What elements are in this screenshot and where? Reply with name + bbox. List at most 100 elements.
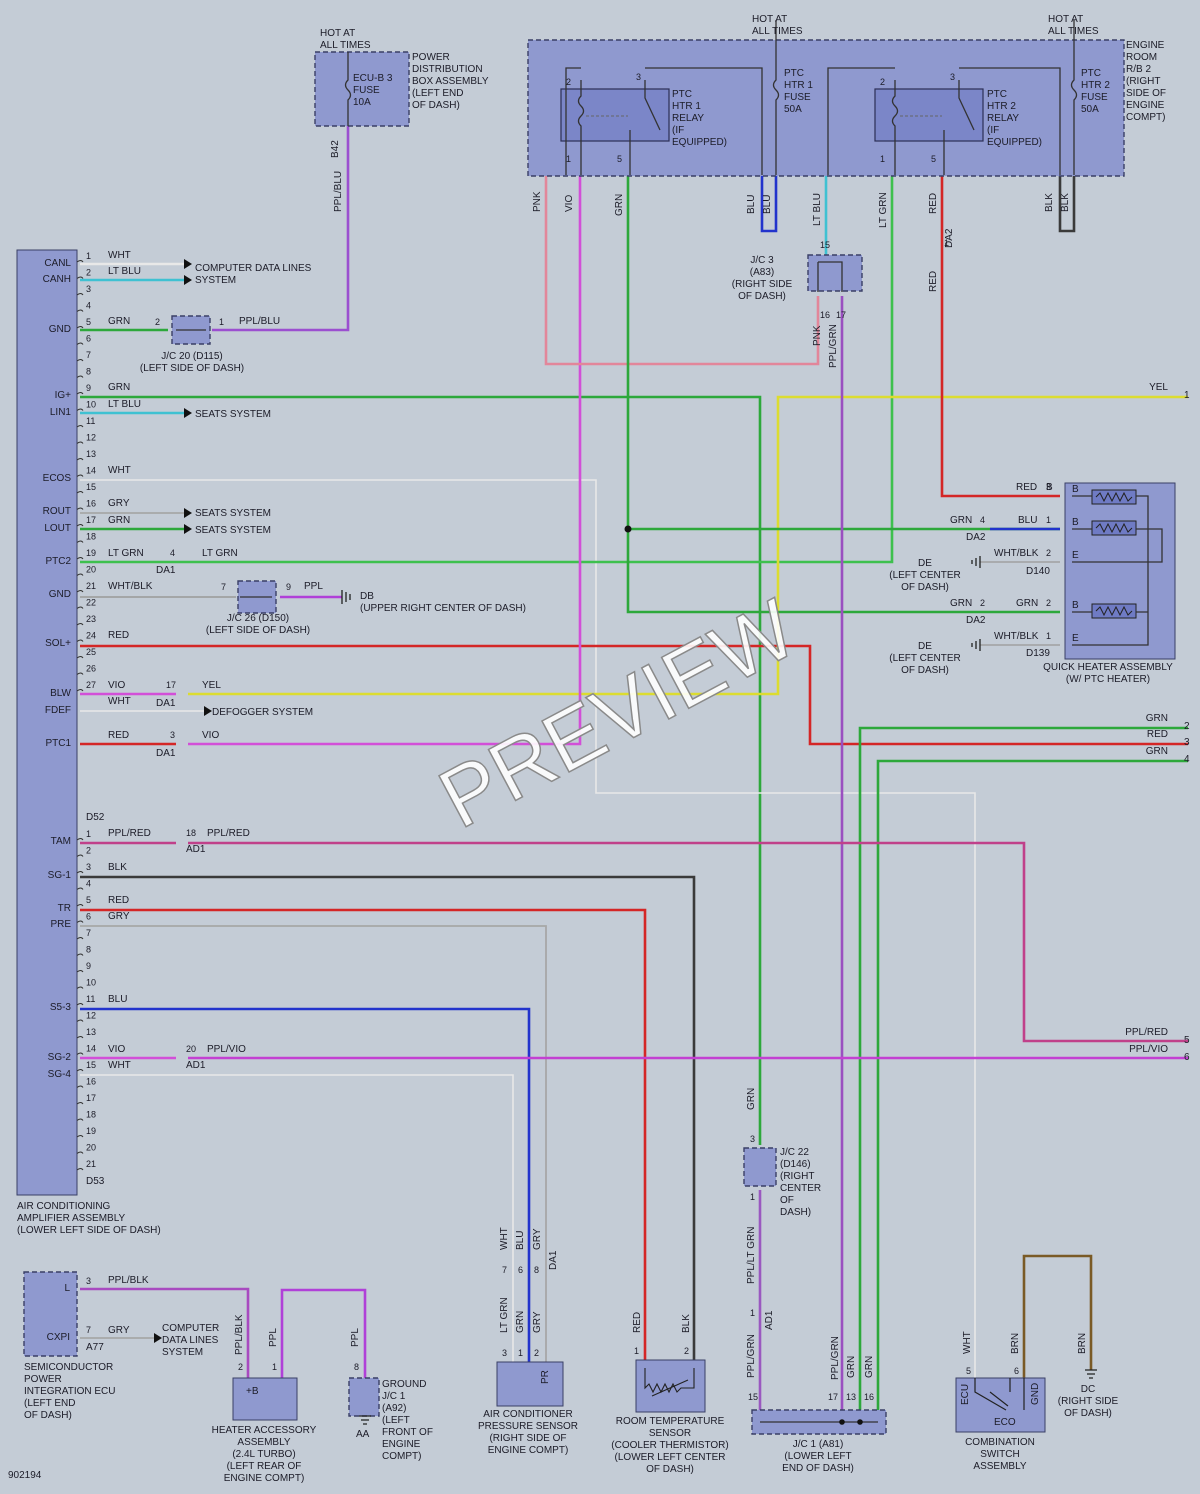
amp-pin-label: SOL+ — [45, 638, 71, 649]
pin-number: 1 — [219, 317, 224, 327]
wl-wht-combo: WHT — [962, 1331, 973, 1354]
relay2-coil — [891, 80, 899, 175]
amp-pin-d52: 24 — [86, 631, 96, 641]
wl-gry-sensor: GRY — [532, 1228, 543, 1250]
wl-gnd: GRN — [108, 316, 130, 327]
wl-sg4: WHT — [108, 1060, 131, 1071]
wl-sg2: VIO — [108, 1044, 125, 1055]
wire-ppl-ground — [280, 1288, 367, 1380]
amp-pin-d53: 7 — [86, 928, 91, 938]
label-da1-vert: DA1 — [548, 1250, 559, 1270]
relay-coil-feed — [565, 67, 895, 175]
pin-number: 5 — [931, 154, 936, 164]
wl-pplltgrn: PPL/LT GRN — [746, 1227, 757, 1284]
right-ref-number: 1 — [1184, 390, 1190, 401]
heater-pin-b3: B — [1072, 600, 1079, 611]
label-notes-d139: D139 — [1026, 648, 1050, 659]
pin-number: 16 — [864, 1392, 874, 1402]
wire-label-red-mid: RED — [928, 271, 939, 292]
amp-pin-d52: 1 — [86, 251, 91, 261]
ground-symbol-de1 — [971, 556, 981, 568]
pin-number: 2 — [155, 317, 160, 327]
wl-pplblu: PPL/BLU — [239, 316, 280, 327]
wire-pplblu-fuse-jc20 — [212, 126, 350, 332]
label-da1-b: DA1 — [156, 698, 176, 709]
amp-pin-label: LOUT — [44, 523, 71, 534]
right-ref-color: PPL/RED — [1125, 1027, 1168, 1038]
wl-ptc1: RED — [108, 730, 129, 741]
amp-pin-d52: 20 — [86, 565, 96, 575]
wire-label-blu-1: BLU — [746, 195, 757, 214]
wire-label-pnk-jc3: PNK — [812, 325, 823, 346]
pin-number: 2 — [238, 1362, 243, 1372]
amp-pin-d53: 3 — [86, 862, 91, 872]
pin-number: 1 — [566, 154, 571, 164]
junction-dot-jc1-b — [857, 1419, 863, 1425]
wl-grn-jc1a: GRN — [846, 1356, 857, 1378]
pin-number: 1 — [634, 1346, 639, 1356]
amp-pin-d53: 21 — [86, 1159, 96, 1169]
wire-label-blu-2: BLU — [762, 195, 773, 214]
pin-number: 20 — [186, 1044, 196, 1054]
wl-sg1: BLK — [108, 862, 127, 873]
amp-pin-d52: 4 — [86, 301, 91, 311]
label-notes-quick_heater: QUICK HEATER ASSEMBLY(W/ PTC HEATER) — [1043, 662, 1173, 685]
wire-label-vio: VIO — [564, 195, 575, 212]
thermistor-symbol — [644, 1368, 695, 1397]
label-amp-d52: D52 — [86, 812, 105, 823]
pin-number: 1 — [272, 1362, 277, 1372]
wl-pplblk: PPL/BLK — [108, 1275, 149, 1286]
heater-pin-e1: E — [1072, 550, 1079, 561]
wire-label-ltblu-top: LT BLU — [812, 193, 823, 226]
wl-cxpi: GRY — [108, 1325, 130, 1336]
amp-pin-d53: 13 — [86, 1027, 96, 1037]
wl-s53: BLU — [108, 994, 127, 1005]
combo-pin-ecu: ECU — [960, 1384, 971, 1405]
pin-number: 2 — [1046, 598, 1051, 608]
wire-label-blk-1: BLK — [1044, 193, 1055, 212]
right-ref-number: 3 — [1184, 737, 1190, 748]
wl-canh: LT BLU — [108, 266, 141, 277]
label-da2-b: DA2 — [966, 615, 986, 626]
wl-ptc2-b: LT GRN — [202, 548, 238, 559]
wl-gnd2: WHT/BLK — [108, 581, 153, 592]
ground-symbol-dc — [1085, 1369, 1097, 1379]
semi-ecu-box — [23, 1271, 78, 1357]
amp-pin-d52: 22 — [86, 598, 96, 608]
wire-red-relay2 — [940, 175, 1060, 498]
amp-pin-label: SG-1 — [48, 870, 72, 881]
amp-pin-d52: 11 — [86, 416, 95, 426]
heater-accessory-box — [232, 1377, 298, 1421]
amp-pin-d52: 25 — [86, 647, 96, 657]
wl-ltgrn-sensor: LT GRN — [499, 1297, 510, 1333]
right-ref-color: GRN — [1146, 746, 1168, 757]
amp-pin-d52: 12 — [86, 433, 96, 443]
wire-blu-fuse1 — [760, 175, 778, 233]
label-notes-jc20: J/C 20 (D115)(LEFT SIDE OF DASH) — [140, 351, 244, 374]
pin-number: 18 — [186, 828, 196, 838]
pin-number: 1 — [518, 1348, 523, 1358]
wl-grn-heater: GRN — [950, 515, 972, 526]
amp-pin-d52: 5 — [86, 317, 91, 327]
label-notes-seats1: SEATS SYSTEM — [195, 409, 271, 420]
amp-pin-d52: 16 — [86, 499, 96, 509]
label-top-pplblu: PPL/BLU — [333, 171, 344, 212]
amp-pin-label: PRE — [50, 919, 71, 930]
wl-blw-yel: YEL — [202, 680, 221, 691]
pin-number: 2 — [684, 1346, 689, 1356]
pin-number: 2 — [980, 598, 985, 608]
amp-pin-label: PTC2 — [45, 556, 71, 567]
eco-switch-symbol — [974, 1378, 1025, 1411]
amp-pin-d52: 23 — [86, 614, 96, 624]
wire-pre-gry — [80, 925, 547, 1362]
amp-pin-d52: 21 — [86, 581, 96, 591]
wire-label-red-top: RED — [928, 193, 939, 214]
wire-grn-ref2 — [858, 726, 1188, 1410]
